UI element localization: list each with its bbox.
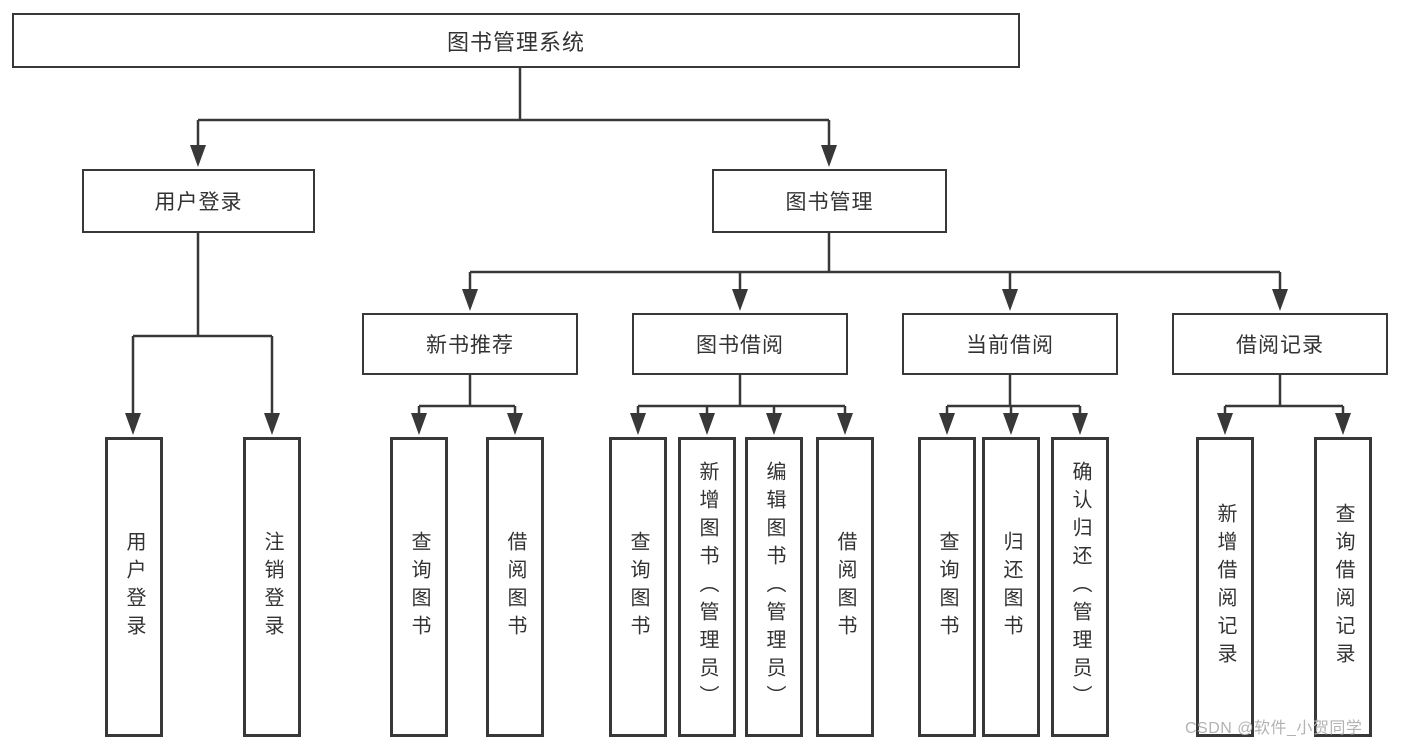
csdn-watermark: CSDN @软件_小贺同学 — [1185, 720, 1363, 737]
leaf-current-confirm-return-admin: 确认归还（管理员） — [1051, 437, 1109, 737]
node-user-login: 用户登录 — [82, 169, 315, 233]
leaf-current-return-books: 归还图书 — [982, 437, 1040, 737]
node-library-management-system: 图书管理系统 — [12, 13, 1020, 68]
node-new-book-recommend: 新书推荐 — [362, 313, 578, 375]
node-current-borrow: 当前借阅 — [902, 313, 1118, 375]
leaf-logout-login: 注销登录 — [243, 437, 301, 737]
leaf-borrow-edit-books-admin: 编辑图书（管理员） — [745, 437, 803, 737]
leaf-records-query-record: 查询借阅记录 — [1314, 437, 1372, 737]
node-book-management: 图书管理 — [712, 169, 947, 233]
node-book-borrow: 图书借阅 — [632, 313, 848, 375]
leaf-records-add-record: 新增借阅记录 — [1196, 437, 1254, 737]
leaf-recommend-borrow-books: 借阅图书 — [486, 437, 544, 737]
leaf-borrow-add-books-admin: 新增图书（管理员） — [678, 437, 736, 737]
leaf-current-query-books: 查询图书 — [918, 437, 976, 737]
leaf-borrow-query-books: 查询图书 — [609, 437, 667, 737]
node-borrow-records: 借阅记录 — [1172, 313, 1388, 375]
leaf-borrow-borrow-books: 借阅图书 — [816, 437, 874, 737]
leaf-user-login: 用户登录 — [105, 437, 163, 737]
leaf-recommend-query-books: 查询图书 — [390, 437, 448, 737]
